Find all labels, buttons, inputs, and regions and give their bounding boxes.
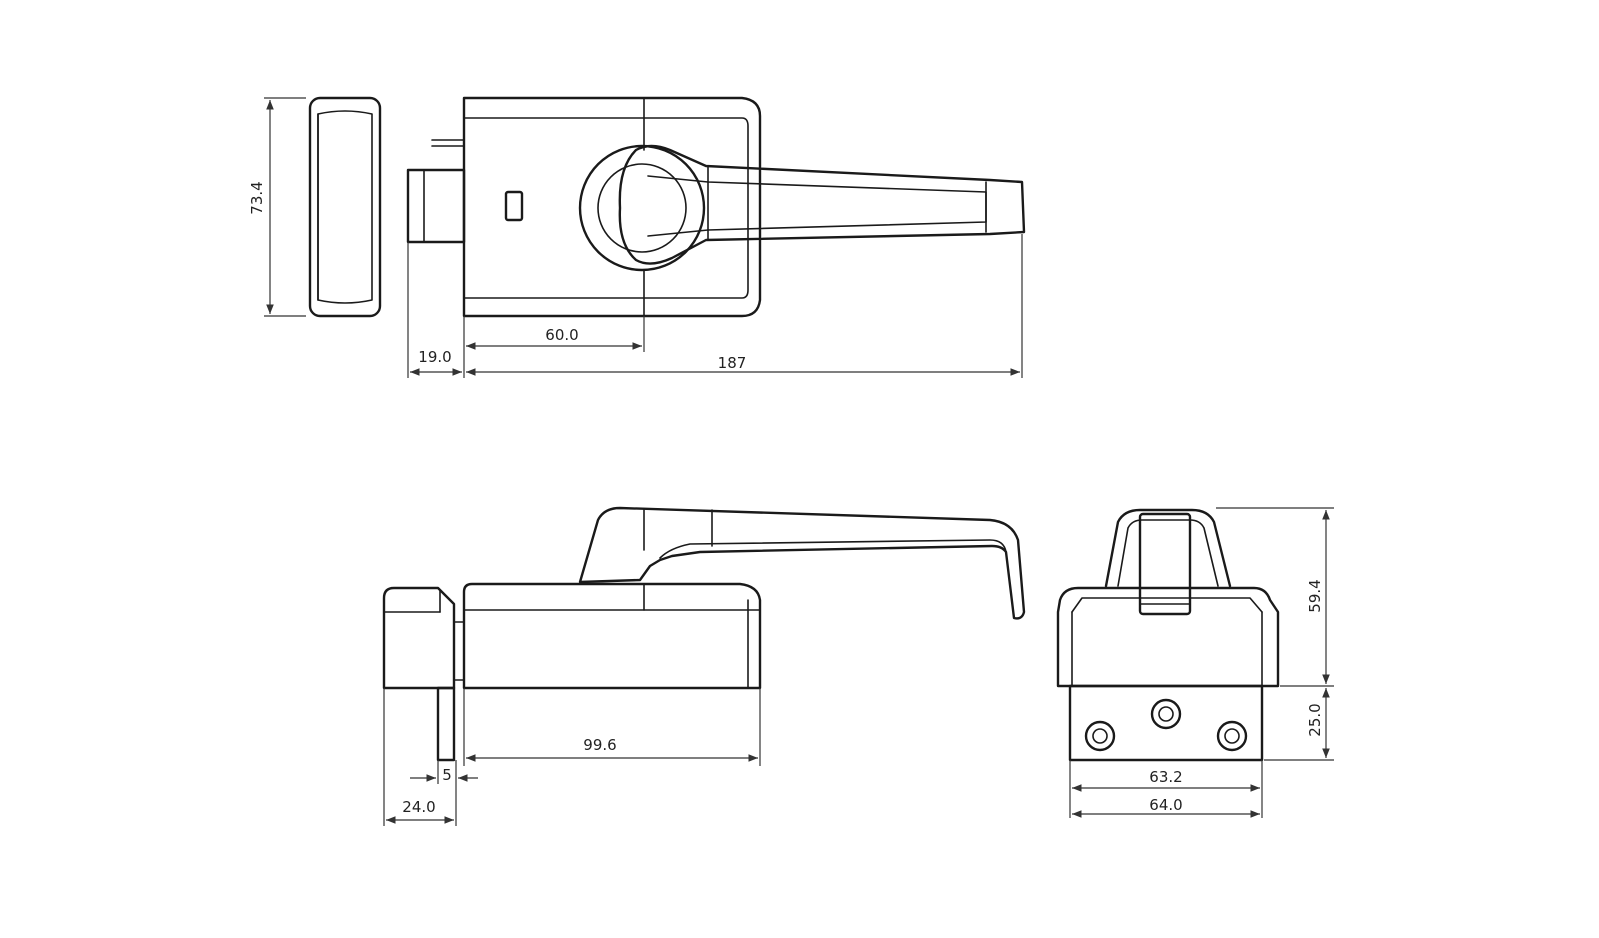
dim-label-187: 187 <box>718 354 747 372</box>
dim-label-25-0: 25.0 <box>1306 703 1324 736</box>
dim-top-total: 19.0 187 <box>407 234 1023 378</box>
dim-label-64-0: 64.0 <box>1149 796 1182 814</box>
lock-body-end <box>1056 586 1280 688</box>
dim-side-keeper: 24.0 <box>383 688 457 826</box>
dim-side-length: 99.6 <box>463 688 761 766</box>
dim-label-59-4: 59.4 <box>1306 579 1324 612</box>
dim-side-gap: 5 <box>410 760 478 784</box>
side-view: 99.6 5 24.0 <box>382 506 1026 826</box>
top-view: 73.4 60.0 19.0 187 <box>248 96 1026 378</box>
bolt-stub <box>406 139 466 244</box>
dim-top-height: 73.4 <box>248 97 306 317</box>
dim-label-73-4: 73.4 <box>248 181 266 214</box>
dim-label-63-2: 63.2 <box>1149 768 1182 786</box>
end-view: 59.4 25.0 63.2 64.0 <box>1056 507 1334 818</box>
dim-end-heights: 59.4 25.0 <box>1216 507 1334 761</box>
lever-handle-side <box>578 506 1026 620</box>
dim-label-19-0: 19.0 <box>418 348 451 366</box>
lever-end <box>1104 508 1232 616</box>
dim-label-24-0: 24.0 <box>402 798 435 816</box>
keeper-side <box>382 586 456 762</box>
lever-handle-top <box>578 144 1026 272</box>
dim-label-99-6: 99.6 <box>583 736 616 754</box>
lock-body-side <box>462 582 762 690</box>
dim-top-60: 60.0 <box>463 316 645 352</box>
mounting-plate <box>1068 684 1264 762</box>
lock-body-top <box>462 96 762 318</box>
keeper-top <box>308 96 382 318</box>
dim-label-5: 5 <box>442 766 452 784</box>
dim-end-widths: 63.2 64.0 <box>1069 760 1263 818</box>
dim-label-60-0: 60.0 <box>545 326 578 344</box>
